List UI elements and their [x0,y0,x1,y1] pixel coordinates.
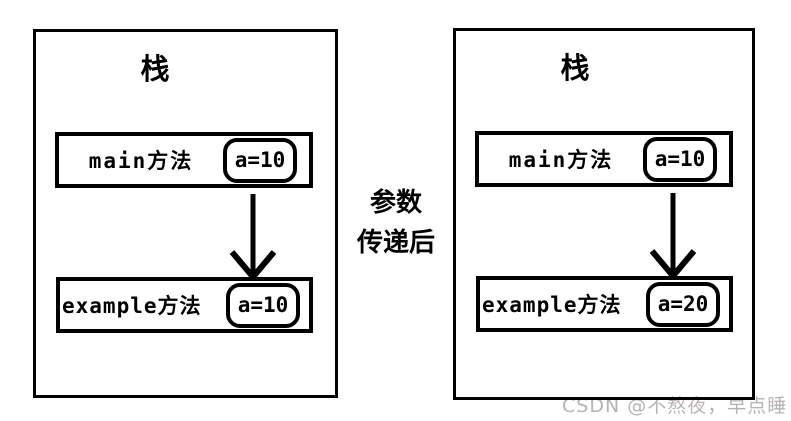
main-method-frame: main方法 a=10 [475,131,733,187]
csdn-watermark: CSDN @不熬夜，早点睡 [562,395,788,417]
main-method-frame: main方法 a=10 [55,132,313,188]
param-pass-caption-line2: 传递后 [356,228,435,258]
variable-value-pill: a=10 [643,136,717,182]
variable-value-pill: a=20 [646,281,720,327]
main-method-label: main方法 [88,149,194,173]
param-pass-caption: 参数 传递后 [341,183,451,263]
stack-title: 栈 [560,51,590,85]
arrow-down-icon [229,194,277,279]
example-method-label: example方法 [482,293,622,317]
stack-box-before: 栈 main方法 a=10 example方法 a=10 [33,29,338,398]
param-pass-caption-line1: 参数 [369,188,422,218]
variable-value-pill: a=10 [226,282,300,328]
main-method-label: main方法 [508,148,614,172]
variable-value-pill: a=10 [223,137,297,183]
example-method-frame: example方法 a=20 [476,276,733,332]
example-method-label: example方法 [62,294,202,318]
stack-title: 栈 [140,52,170,86]
stack-box-after: 栈 main方法 a=10 example方法 a=20 [453,28,755,400]
example-method-frame: example方法 a=10 [56,277,313,333]
arrow-down-icon [649,193,697,278]
